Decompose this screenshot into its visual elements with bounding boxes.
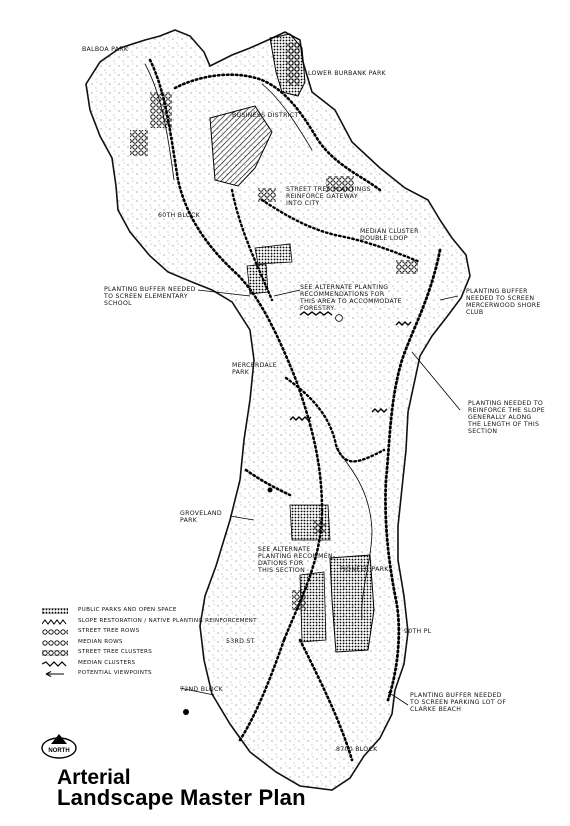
island-outline bbox=[85, 29, 471, 791]
page-title-line1: Arterial bbox=[57, 766, 131, 789]
label-see-alternate: SEE ALTERNATE PLANTING RECOMMEN- DATIONS… bbox=[258, 546, 336, 574]
map-legend: PUBLIC PARKS and OPEN SPACE SLOPE RESTOR… bbox=[38, 606, 257, 680]
mercerdale-park bbox=[254, 243, 293, 265]
legend-item-slope: SLOPE RESTORATION / NATIVE PLANTING REIN… bbox=[38, 617, 257, 628]
circles-swatch-icon bbox=[42, 629, 68, 635]
zigzag-swatch-icon bbox=[42, 618, 67, 625]
legend-item-tree-rows: STREET TREE ROWS bbox=[38, 627, 188, 638]
label-ninetieth: 90TH PL bbox=[404, 628, 432, 635]
north-arrow-icon: NORTH bbox=[41, 734, 77, 759]
arrow-swatch-icon bbox=[45, 671, 64, 677]
label-balboa-park: BALBOA PARK bbox=[82, 46, 129, 53]
legend-text: SLOPE RESTORATION / NATIVE PLANTING REIN… bbox=[78, 617, 257, 624]
label-fifty-third: 53RD ST bbox=[226, 638, 255, 645]
label-alternate-planting: SEE ALTERNATE PLANTING RECOMMENDATIONS F… bbox=[300, 284, 402, 312]
legend-text: PUBLIC PARKS and OPEN SPACE bbox=[78, 607, 177, 613]
viewpoint-markers bbox=[183, 314, 343, 715]
label-eighty-block: 8700 BLOCK bbox=[336, 746, 378, 753]
legend-text: POTENTIAL VIEWPOINTS bbox=[78, 670, 152, 676]
label-buffer-beach: PLANTING BUFFER NEEDED TO SCREEN PARKING… bbox=[410, 692, 507, 713]
cluster-swatch-icon bbox=[42, 660, 67, 667]
arterial-north-loop bbox=[173, 73, 382, 192]
legend-text: MEDIAN CLUSTERS bbox=[78, 659, 136, 666]
page-title-line2: Landscape Master Plan bbox=[57, 785, 306, 810]
circles-dense-swatch-icon bbox=[42, 650, 68, 656]
label-groveland-park: GROVELAND PARK bbox=[180, 510, 222, 524]
arterial-inner bbox=[230, 188, 274, 302]
legend-text: STREET TREE CLUSTERS bbox=[78, 649, 153, 655]
tree-clusters bbox=[130, 42, 418, 610]
label-lower-burbank-park: LOWER BURBANK PARK bbox=[308, 70, 386, 77]
label-sixtieth-block: 60TH BLOCK bbox=[158, 212, 200, 219]
label-buffer-club: PLANTING BUFFER NEEDED TO SCREEN MERCERW… bbox=[466, 288, 541, 316]
label-planting-needed: PLANTING NEEDED TO REINFORCE THE SLOPE G… bbox=[468, 400, 545, 435]
legend-item-parks: PUBLIC PARKS and OPEN SPACE bbox=[38, 606, 188, 617]
label-mercerdale: MERCERDALE PARK bbox=[232, 362, 278, 376]
circles-swatch-icon bbox=[42, 639, 68, 646]
label-seventy-second: 72ND BLOCK bbox=[180, 686, 223, 693]
park-south bbox=[299, 571, 327, 643]
legend-item-median-rows: MEDIAN ROWS bbox=[38, 638, 188, 649]
legend-item-viewpoints: POTENTIAL VIEWPOINTS bbox=[38, 669, 188, 680]
north-label: NORTH bbox=[48, 748, 69, 754]
label-median-cluster: MEDIAN CLUSTER DOUBLE LOOP bbox=[360, 228, 419, 242]
legend-text: MEDIAN ROWS bbox=[78, 638, 123, 645]
legend-item-median-clusters: MEDIAN CLUSTERS bbox=[38, 659, 188, 670]
label-business-district: BUSINESS DISTRICT bbox=[232, 112, 299, 119]
arterial-east bbox=[384, 248, 442, 702]
slope-restoration bbox=[289, 311, 412, 421]
arterial-middle bbox=[260, 198, 422, 264]
arterial-cross bbox=[284, 376, 386, 463]
label-street-tree-plantings: STREET TREE PLANTINGS REINFORCE GATEWAY … bbox=[286, 186, 371, 207]
legend-item-tree-clusters: STREET TREE CLUSTERS bbox=[38, 648, 188, 659]
legend-text: STREET TREE ROWS bbox=[78, 628, 140, 634]
label-pioneer-park: PIONEER PARK bbox=[340, 566, 389, 573]
business-district bbox=[209, 105, 273, 187]
dots-swatch-icon bbox=[42, 608, 68, 614]
leader-lines bbox=[179, 289, 461, 706]
arterial-south bbox=[238, 468, 354, 762]
label-buffer-school: PLANTING BUFFER NEEDED TO SCREEN ELEMENT… bbox=[104, 286, 196, 307]
